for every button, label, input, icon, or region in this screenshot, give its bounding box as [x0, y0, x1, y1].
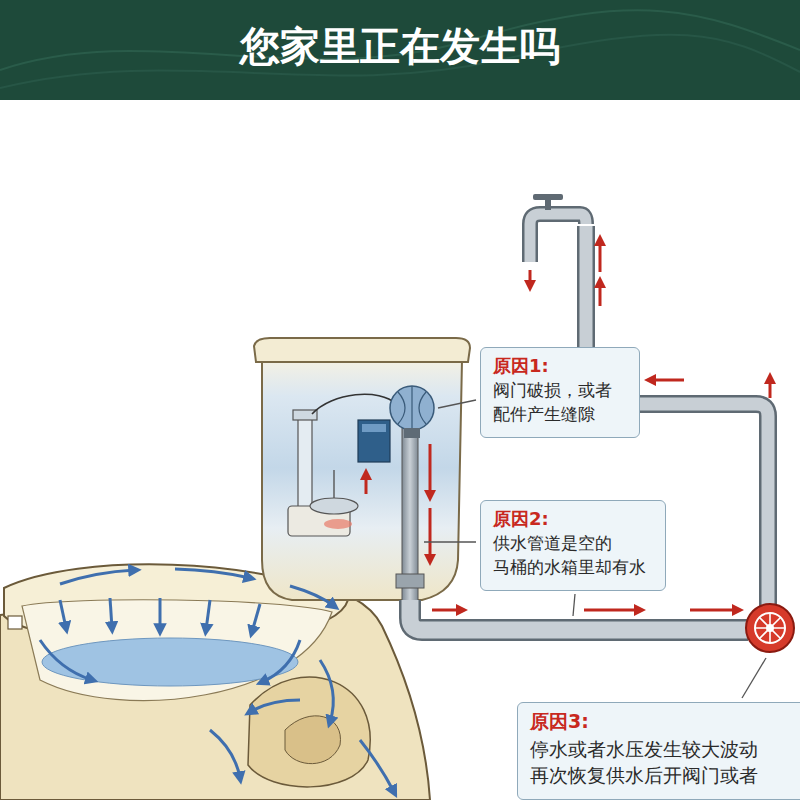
water-tap: [530, 214, 586, 262]
toilet-rim: [42, 638, 298, 686]
flow-arrow: [365, 474, 368, 494]
supply-pipe: [410, 600, 748, 630]
inlet-pipe: [402, 426, 418, 622]
water-arrow: [175, 569, 250, 578]
water-arrow: [250, 700, 300, 712]
title-banner: [0, 0, 800, 100]
tank-fittings: [288, 394, 396, 536]
tank-fittings: [333, 470, 334, 498]
toilet-base: [285, 716, 340, 764]
water-arrow: [110, 598, 112, 628]
toilet-rim: [8, 616, 22, 629]
water-arrow: [320, 660, 333, 722]
flow-arrow: [599, 240, 602, 272]
leader-line: [573, 594, 575, 616]
leader-line: [438, 400, 476, 408]
flow-arrow: [432, 609, 462, 612]
flow-arrow: [429, 508, 432, 560]
leader-line: [742, 658, 766, 698]
callout-heading: 原因3:: [530, 709, 800, 734]
stop-valve: [746, 604, 794, 652]
callout-box: 原因3:停水或者水压发生较大波动 再次恢复供水后开阀门或者: [517, 702, 800, 800]
stop-valve: [755, 613, 785, 643]
water-arrow: [159, 598, 162, 630]
inlet-pipe: [398, 386, 426, 430]
water-arrow: [210, 730, 240, 778]
flow-arrow: [650, 379, 684, 382]
callout-box: 原因1:阀门破损，或者 配件产生缝隙: [480, 347, 640, 438]
title-banner: [0, 10, 800, 70]
page-title: 您家里正在发生吗: [0, 22, 800, 70]
flow-arrow: [429, 444, 432, 496]
toilet-base: [0, 582, 430, 800]
tank-fittings: [310, 498, 358, 514]
flow-arrow: [599, 282, 602, 306]
callout-heading: 原因1:: [493, 354, 629, 377]
callout-heading: 原因2:: [493, 507, 655, 530]
water-tap: [533, 194, 563, 200]
water-arrow: [290, 586, 334, 606]
water-arrow: [40, 569, 394, 792]
tank-fittings: [362, 424, 386, 432]
flow-arrow: [584, 609, 640, 612]
flow-arrow: [769, 378, 772, 398]
inlet-pipe: [404, 428, 420, 438]
stop-valve: [746, 604, 794, 652]
water-arrow: [252, 604, 260, 632]
stop-valve: [755, 613, 785, 643]
water-arrow: [206, 600, 210, 630]
toilet-rim: [22, 600, 332, 701]
toilet-base: [0, 582, 430, 800]
toilet-base: [248, 677, 370, 787]
flow-arrow: [690, 609, 738, 612]
water-tap: [530, 194, 586, 262]
callout-box: 原因2:供水管道是空的 马桶的水箱里却有水: [480, 500, 666, 591]
callout-body: 停水或者水压发生较大波动 再次恢复供水后开阀门或者: [530, 736, 800, 789]
flow-arrow: [366, 240, 770, 610]
title-banner: [0, 0, 800, 100]
toilet-tank: [254, 338, 470, 600]
flow-arrow: [529, 270, 532, 286]
water-arrow: [60, 570, 135, 584]
inlet-pipe: [390, 386, 434, 430]
callout-body: 供水管道是空的 马桶的水箱里却有水: [493, 532, 655, 580]
stop-valve: [766, 624, 774, 632]
callout-body: 阀门破损，或者 配件产生缝隙: [493, 379, 629, 427]
toilet-tank: [254, 338, 470, 362]
inlet-pipe: [396, 574, 424, 588]
supply-pipe: [410, 600, 748, 630]
inlet-pipe: [390, 386, 434, 622]
water-arrow: [262, 640, 300, 682]
tank-fittings: [312, 394, 396, 414]
water-arrow: [60, 600, 66, 628]
leader-line: [424, 541, 476, 542]
water-arrow: [40, 640, 92, 680]
toilet-tank: [262, 360, 462, 600]
tank-fittings: [324, 519, 352, 529]
supply-pipe: [410, 226, 768, 630]
water-tap: [530, 214, 586, 262]
tank-fittings: [358, 420, 390, 462]
water-arrow: [360, 740, 394, 792]
leader-line: [424, 400, 766, 698]
